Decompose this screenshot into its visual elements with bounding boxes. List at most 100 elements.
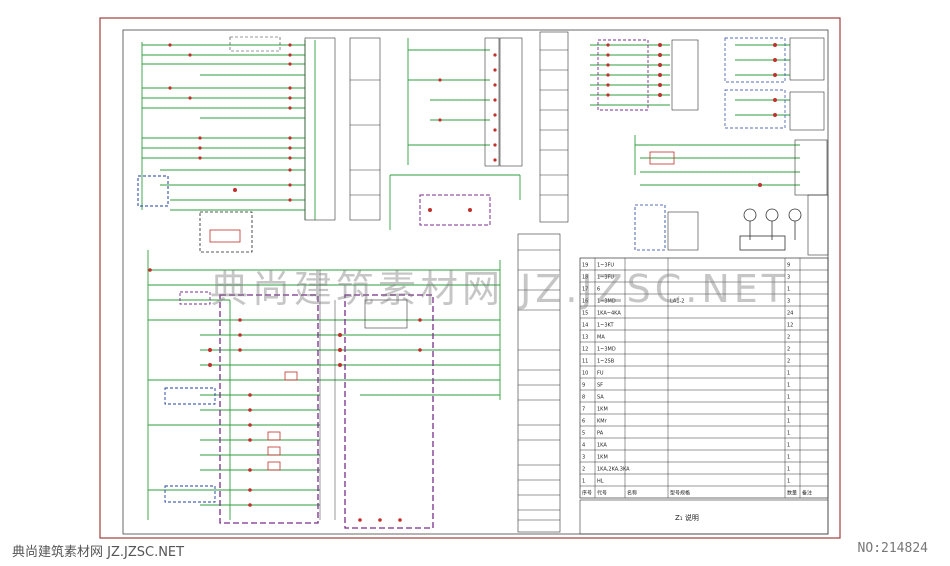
bom-cell: 1KM	[597, 455, 608, 461]
bom-cell: 15	[582, 311, 588, 317]
bom-cell: 4	[582, 443, 585, 449]
bom-cell: 1KA~4KA	[597, 311, 621, 317]
bom-cell: 7	[582, 407, 585, 413]
bottom-left-label-column	[517, 233, 561, 533]
purple-box-top-right	[597, 39, 649, 111]
blue-box-mid-right	[724, 89, 786, 129]
bom-cell: 1	[787, 467, 790, 473]
bom-cell: KMr	[597, 419, 608, 425]
bom-cell: 17	[582, 287, 588, 293]
bom-header-cell: 数量	[787, 490, 797, 497]
bom-header-cell: 序号	[582, 490, 592, 497]
bom-cell: 14	[582, 323, 588, 329]
bom-cell: 1	[787, 431, 790, 437]
bom-cell: 1~3KT	[597, 323, 614, 329]
blue-box-instrument	[634, 204, 666, 251]
blue-box-top-right	[724, 37, 786, 83]
bom-header-cell: 名称	[627, 490, 637, 497]
bom-cell: 13	[582, 335, 588, 341]
bom-cell: MA	[597, 335, 605, 341]
transformer-symbol	[209, 229, 241, 243]
bom-cell: SA	[597, 395, 604, 401]
top-relay-box	[229, 36, 281, 52]
terminal-strip-top	[484, 37, 500, 167]
purple-box-small	[179, 291, 211, 305]
bom-cell: LA1-2	[670, 299, 685, 305]
bom-cell: 1~2SB	[597, 359, 615, 365]
relay-block-center	[364, 299, 408, 329]
bom-cell: 16	[582, 299, 588, 305]
watermark-bottom-left: 典尚建筑素材网 JZ.JZSC.NET	[12, 545, 185, 560]
blue-box-lower-1	[164, 387, 216, 405]
bom-cell: HL	[597, 479, 604, 485]
bom-cell: FU	[597, 371, 604, 377]
outer-border	[99, 17, 841, 539]
bom-cell: 2	[582, 467, 585, 473]
meter-symbol	[649, 151, 675, 165]
bom-cell: 1KA	[597, 443, 607, 449]
bom-header-cell: 备注	[802, 490, 812, 497]
blue-box-lower-2	[164, 485, 216, 503]
purple-dashed-frame-left	[219, 294, 319, 524]
purple-dashed-frame-center	[344, 294, 434, 529]
bom-cell: 12	[787, 323, 793, 329]
bom-cell: 1~3FU	[597, 263, 614, 269]
bom-cell: 2	[787, 335, 790, 341]
bom-cell: 6	[597, 287, 600, 293]
purple-box-top	[419, 194, 491, 226]
bom-cell: 1	[787, 407, 790, 413]
top-center-contacts	[428, 53, 497, 212]
bom-cell: 1	[787, 383, 790, 389]
instrument-label-block	[667, 211, 699, 251]
top-center-label-column	[499, 37, 523, 167]
bom-cell: 19	[582, 263, 588, 269]
coil-symbols	[267, 371, 298, 471]
bom-header-cell: 代号	[597, 490, 607, 497]
bom-cell: 1	[582, 479, 585, 485]
current-transformers	[739, 208, 802, 251]
bom-cell: 10	[582, 371, 588, 377]
bom-cell: 12	[582, 347, 588, 353]
bom-cell: 3	[582, 455, 585, 461]
title-block	[579, 499, 829, 535]
bom-cell: 1~3MD	[597, 299, 616, 305]
bom-header-cell: 型号规格	[670, 490, 690, 497]
top-right-label-blocks	[671, 37, 829, 256]
bom-cell: 24	[787, 311, 793, 317]
bom-cell: 1	[787, 443, 790, 449]
bom-cell: 5	[582, 431, 585, 437]
top-right-circuit	[590, 44, 800, 186]
bom-cell: 1	[787, 479, 790, 485]
bottom-left-contacts	[148, 268, 422, 522]
bom-cell: 1KA,2KA,3KA	[597, 467, 630, 473]
watermark-center: 典尚建筑素材网 JZ.JZSC.NET	[210, 267, 790, 311]
bom-cell: 1	[787, 419, 790, 425]
bom-cell: 1KM	[597, 407, 608, 413]
bom-cell: 8	[582, 395, 585, 401]
bom-cell: 3	[787, 275, 790, 281]
bom-cell: SF	[597, 383, 603, 389]
top-right-contacts	[606, 43, 777, 187]
bom-cell: 2	[787, 359, 790, 365]
bom-cell: 3	[787, 299, 790, 305]
blue-dashed-box-left	[137, 175, 169, 207]
bom-cell: 6	[582, 419, 585, 425]
bottom-left-rungs	[319, 270, 336, 520]
bom-cell: PA	[597, 431, 604, 437]
bom-cell: 9	[582, 383, 585, 389]
bom-cell: 2	[787, 347, 790, 353]
drawing-title: Z₁ 说明	[675, 513, 699, 522]
top-right-label-column	[539, 31, 569, 223]
bom-cell: 11	[582, 359, 588, 365]
bom-cell: 1	[787, 395, 790, 401]
top-left-contacts	[168, 43, 292, 202]
top-center-circuit	[389, 38, 521, 230]
bom-cell: 1~3MD	[597, 347, 616, 353]
top-left-label-column	[304, 37, 381, 221]
watermark-drawing-number: NO:214824	[857, 541, 928, 556]
bom-cell: 1	[787, 287, 790, 293]
bom-cell: 18	[582, 275, 588, 281]
bom-cell: 1	[787, 371, 790, 377]
